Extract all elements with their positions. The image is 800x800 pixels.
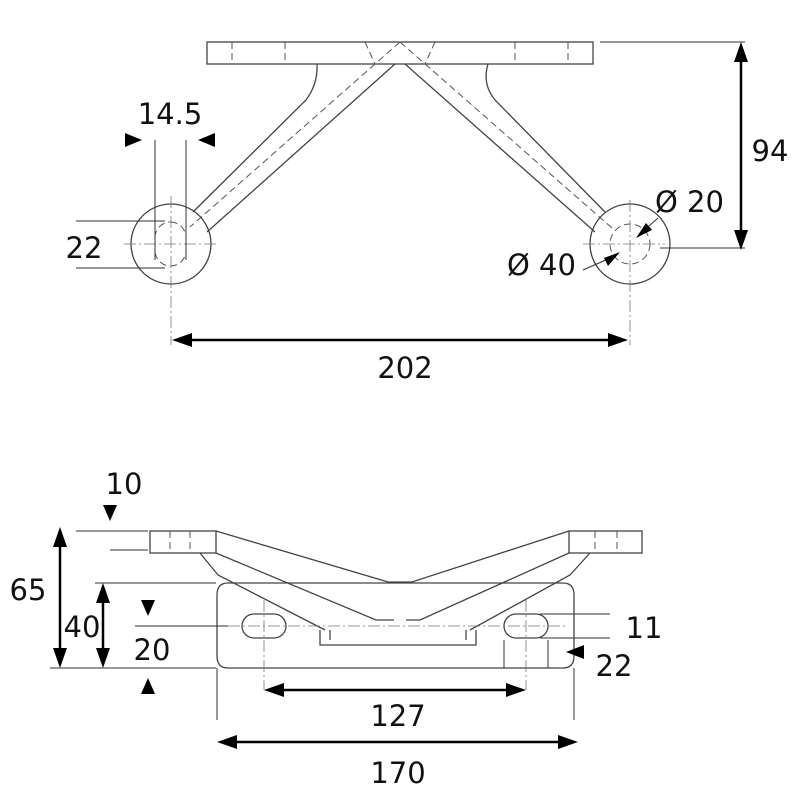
left-eye: [124, 196, 218, 345]
right-eye: [583, 200, 671, 345]
left-plate: [149, 530, 217, 554]
dim-inner-diameter: Ø 20: [655, 185, 724, 219]
top-right-arm: [399, 41, 613, 233]
dim-slot-height: 11: [626, 611, 663, 645]
dim-slot-center-height: 20: [134, 633, 171, 667]
top-mounting-plate: [206, 41, 594, 65]
dim-eye-height: 22: [66, 231, 103, 265]
dim-base-width: 170: [370, 756, 425, 790]
top-left-arm: [189, 41, 401, 233]
side-view: 10 65 40 20 11 22 127: [10, 467, 663, 790]
dim-slot-width: 14.5: [138, 97, 203, 131]
top-view: 14.5 22 94 Ø 20 Ø 40 202: [66, 41, 789, 385]
dim-total-height: 65: [10, 573, 47, 607]
dim-height: 94: [752, 134, 789, 168]
side-v-arms: [199, 530, 591, 646]
dim-outer-diameter: Ø 40: [507, 248, 576, 282]
dim-hole-spacing: 202: [377, 351, 432, 385]
dim-slot-spacing: 127: [370, 699, 425, 733]
side-base-block: [216, 582, 575, 669]
right-plate: [568, 530, 643, 554]
dim-slot-length: 22: [596, 649, 633, 683]
dim-plate-thickness: 10: [106, 467, 143, 501]
left-slot: [241, 613, 287, 639]
dim-base-height: 40: [64, 610, 101, 644]
